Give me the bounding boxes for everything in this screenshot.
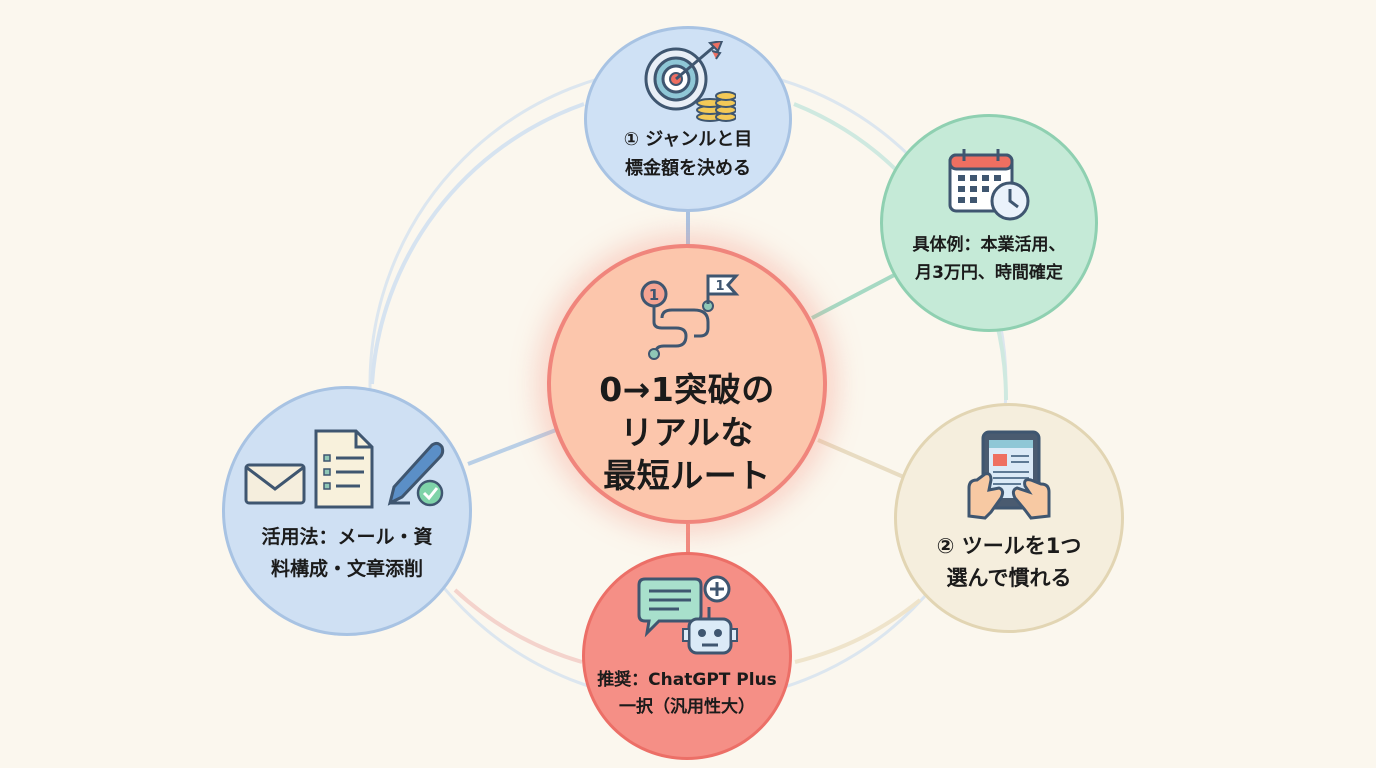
node-center: 1 1 0→1突破の リアルな 最短ルート xyxy=(547,244,827,524)
ring-arc-recommend-usage xyxy=(453,588,583,664)
node-genre-target: ① ジャンルと目 標金額を決める xyxy=(584,26,792,212)
node-usage: 活用法：メール・資 料構成・文章添削 xyxy=(222,386,472,636)
route-start-digit: 1 xyxy=(649,286,659,304)
node-tool-label: ② ツールを1つ 選んで慣れる xyxy=(937,530,1082,594)
ring-arc-tool-recommend xyxy=(794,598,922,664)
node-recommend-label-line-2: 一択（汎用性大） xyxy=(619,697,755,717)
node-usage-label-line-1: 活用法：メール・資 xyxy=(261,526,433,548)
document-icon xyxy=(314,429,374,509)
center-title-line-3: 最短ルート xyxy=(603,456,771,495)
node-example-label-line-1: 具体例：本業活用、 xyxy=(912,235,1066,255)
mail-document-pen-icon xyxy=(244,429,445,509)
center-title-line-1: 0→1突破の xyxy=(599,370,775,409)
node-example-label-line-2: 月3万円、時間確定 xyxy=(915,263,1063,283)
spoke-tool xyxy=(817,438,907,480)
calendar-clock-icon xyxy=(948,149,1030,221)
node-genre-label: ① ジャンルと目 標金額を決める xyxy=(624,125,753,183)
spoke-example xyxy=(811,270,901,320)
ring-arc-usage-genre xyxy=(370,102,585,385)
node-usage-label: 活用法：メール・資 料構成・文章添削 xyxy=(261,521,432,585)
chat-robot-icon xyxy=(637,575,738,655)
tablet-hands-icon xyxy=(967,430,1051,520)
center-title-line-2: リアルな xyxy=(620,413,754,452)
pen-check-icon xyxy=(387,441,445,507)
node-tool: ② ツールを1つ 選んで慣れる xyxy=(894,403,1124,633)
node-recommend-label: 推奨：ChatGPT Plus 一択（汎用性大） xyxy=(597,667,777,721)
node-usage-label-line-2: 料構成・文章添削 xyxy=(270,558,423,580)
route-flag-digit: 1 xyxy=(715,279,724,294)
node-example-label: 具体例：本業活用、 月3万円、時間確定 xyxy=(913,231,1066,287)
node-genre-label-line-1: ① ジャンルと目 xyxy=(623,129,753,150)
node-tool-label-line-1: ② ツールを1つ xyxy=(936,534,1082,558)
node-example: 具体例：本業活用、 月3万円、時間確定 xyxy=(880,114,1098,332)
node-genre-label-line-2: 標金額を決める xyxy=(624,158,751,179)
target-coins-icon xyxy=(644,41,736,122)
route-flag-icon: 1 1 xyxy=(640,274,740,360)
node-center-title: 0→1突破の リアルな 最短ルート xyxy=(599,368,775,497)
node-recommend-label-line-1: 推奨：ChatGPT Plus xyxy=(597,670,777,690)
node-tool-label-line-2: 選んで慣れる xyxy=(946,566,1072,590)
spoke-usage xyxy=(467,428,557,466)
envelope-icon xyxy=(244,463,306,505)
node-recommend: 推奨：ChatGPT Plus 一択（汎用性大） xyxy=(582,552,792,760)
